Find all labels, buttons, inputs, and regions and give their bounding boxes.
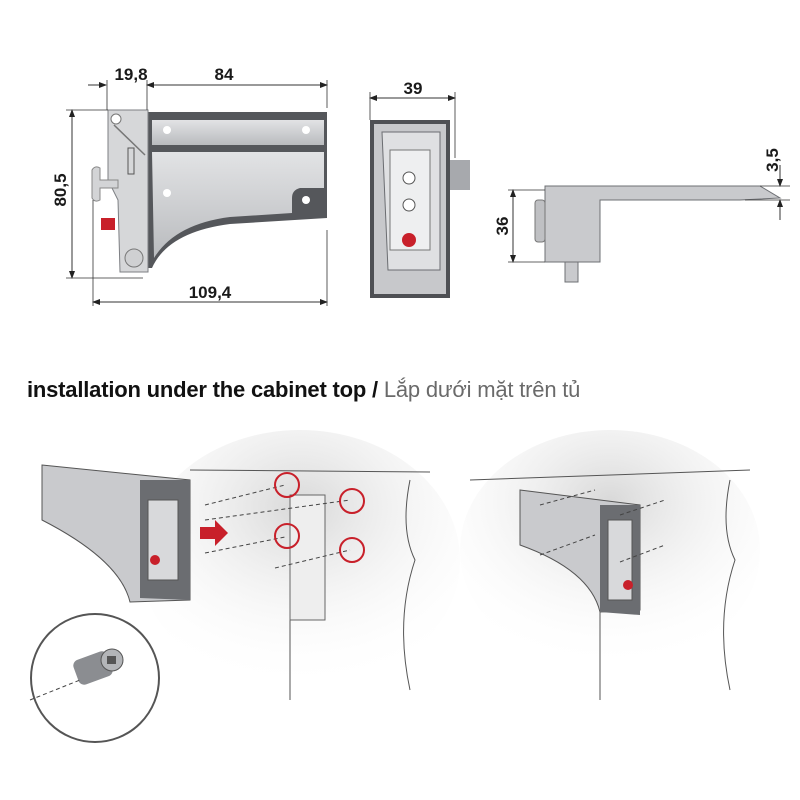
- euro-screw-icon: [73, 648, 124, 685]
- dimension-arm-length: 84: [215, 65, 234, 84]
- profile-view: 36 3,5: [493, 148, 790, 283]
- side-view: 39: [369, 79, 470, 298]
- dimension-depth: 39: [404, 79, 423, 98]
- section-title-vietnamese: Lắp dưới mặt trên tủ: [377, 377, 581, 402]
- dimension-height: 80,5: [51, 173, 70, 206]
- front-view: 19,8 84 80,5 109,4: [51, 65, 328, 306]
- dimension-offset-width: 19,8: [114, 65, 147, 84]
- section-title-english: installation under the cabinet top /: [27, 377, 378, 402]
- dimension-mount-height: 36: [493, 217, 512, 236]
- installation-step-2: [460, 430, 760, 700]
- dimension-total-length: 109,4: [189, 283, 232, 302]
- screw-position-markers: [274, 472, 365, 563]
- section-title: installation under the cabinet top / Lắp…: [27, 377, 580, 403]
- installation-step-1: [29, 430, 460, 743]
- dimension-arm-thickness: 3,5: [763, 148, 782, 172]
